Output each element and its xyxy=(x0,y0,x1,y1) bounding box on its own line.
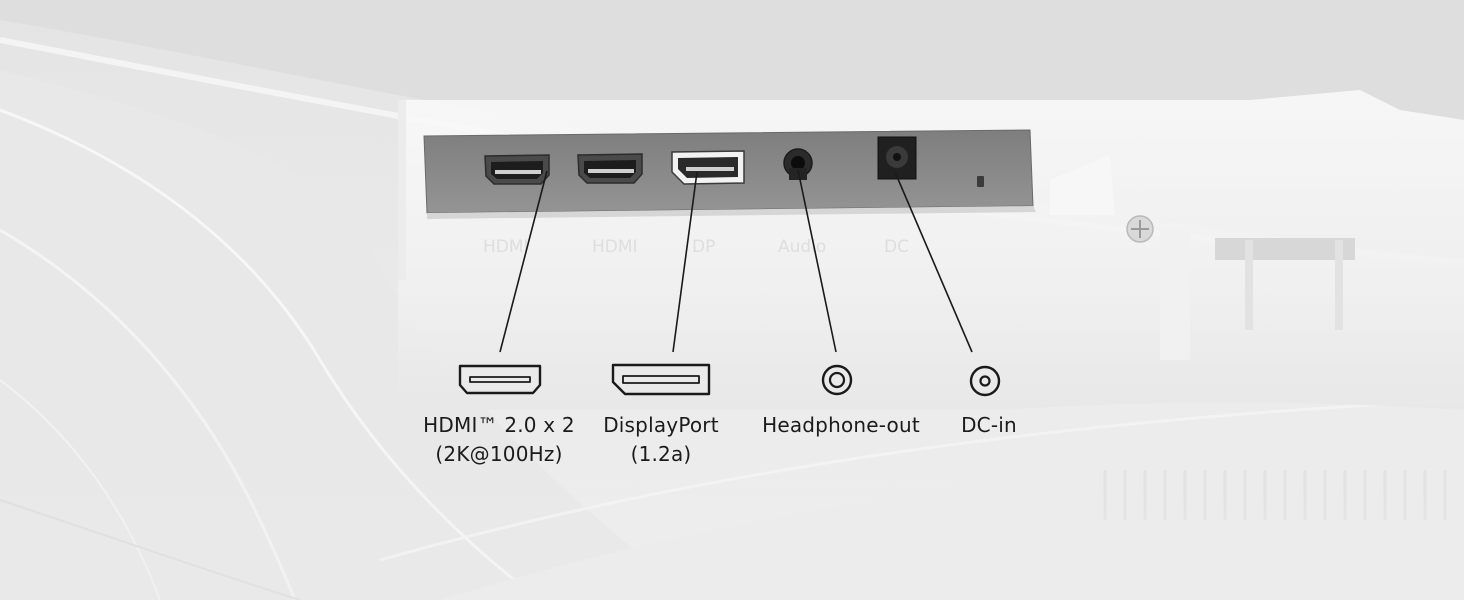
audio-jack xyxy=(783,148,813,180)
hdmi-label-line-2: (2K@100Hz) xyxy=(435,442,563,466)
hdmi-label: HDMI™ 2.0 x 2 (2K@100Hz) xyxy=(414,411,584,469)
displayport-port xyxy=(671,150,745,185)
displayport-label-line-1: DisplayPort xyxy=(603,413,719,437)
hdmi-port-2 xyxy=(577,153,643,184)
dc-callout-line xyxy=(894,171,973,353)
dc-label: DC-in xyxy=(944,411,1034,440)
headphone-label-line-1: Headphone-out xyxy=(762,413,920,437)
embossed-port-labels: HDMI HDMI DP Audio DC xyxy=(483,237,909,257)
port-panel xyxy=(423,129,1036,219)
hdmi-callout-line xyxy=(499,170,548,353)
dc-jack xyxy=(877,136,917,180)
callout-lines xyxy=(499,169,973,353)
svg-text:HDMI: HDMI xyxy=(592,237,638,257)
hdmi-port-icon xyxy=(458,364,542,395)
dc-power-icon xyxy=(969,365,1001,397)
svg-text:Audio: Audio xyxy=(778,237,826,257)
displayport-callout-line xyxy=(672,171,698,353)
svg-text:DC: DC xyxy=(884,237,909,257)
lock-slot xyxy=(977,176,984,187)
displayport-label-line-2: (1.2a) xyxy=(630,442,692,466)
svg-text:HDMI: HDMI xyxy=(483,237,529,257)
hdmi-port-1 xyxy=(484,154,550,185)
displayport-port-icon xyxy=(611,363,711,396)
displayport-label: DisplayPort (1.2a) xyxy=(590,411,732,469)
dc-label-line-1: DC-in xyxy=(961,413,1017,437)
headphone-jack-icon xyxy=(821,364,853,396)
svg-text:DP: DP xyxy=(692,237,715,257)
headphone-callout-line xyxy=(797,169,837,353)
headphone-label: Headphone-out xyxy=(748,411,934,440)
hdmi-label-line-1: HDMI™ 2.0 x 2 xyxy=(423,413,575,437)
